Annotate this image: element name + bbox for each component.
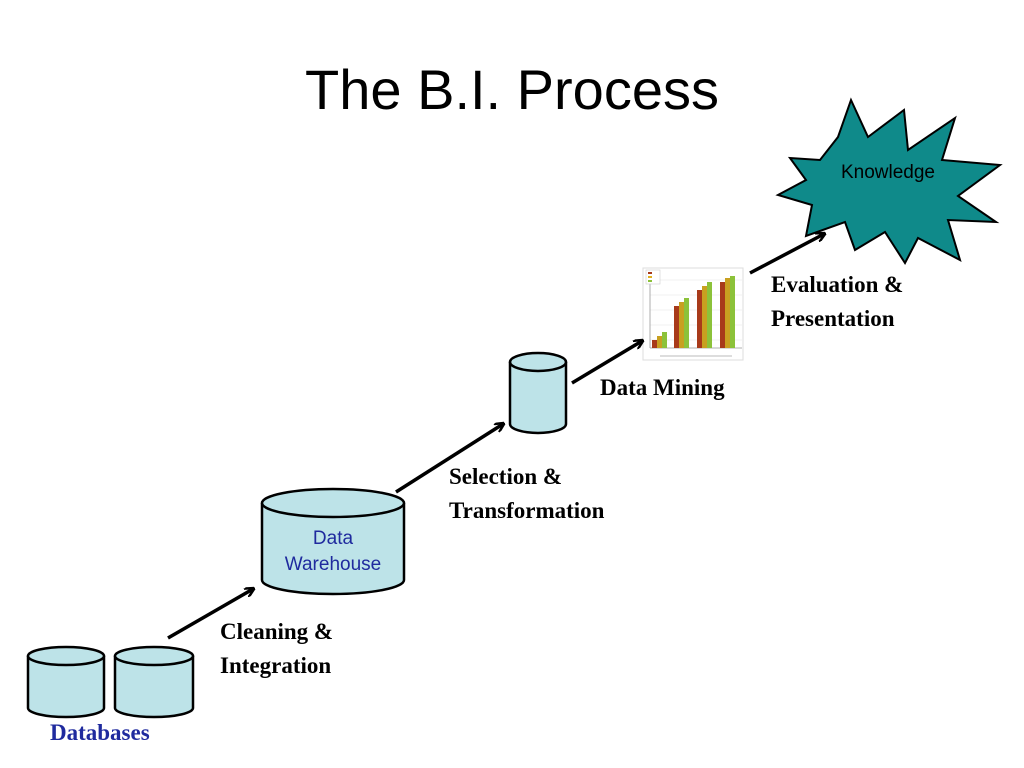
arrow-selection	[395, 424, 503, 494]
arrow-evaluation	[749, 234, 824, 275]
evaluation-line2: Presentation	[771, 306, 895, 331]
database-cylinder-2	[113, 645, 195, 719]
cleaning-integration-label: Cleaning & Integration	[220, 615, 333, 683]
selection-line1: Selection &	[449, 464, 563, 489]
mining-chart-thumbnail	[642, 267, 744, 361]
knowledge-starburst	[775, 97, 1003, 265]
arrow-mining	[571, 341, 642, 385]
data-warehouse-cylinder	[260, 487, 406, 596]
selection-transformation-label: Selection & Transformation	[449, 460, 604, 528]
evaluation-presentation-label: Evaluation & Presentation	[771, 268, 903, 336]
mining-line: Data Mining	[600, 375, 725, 400]
cleaning-line1: Cleaning &	[220, 619, 334, 644]
slide-title: The B.I. Process	[305, 58, 719, 121]
databases-label: Databases	[50, 720, 150, 745]
database-cylinder-1	[26, 645, 106, 719]
warehouse-label: Data Warehouse	[262, 526, 404, 578]
knowledge-label: Knowledge	[840, 162, 936, 183]
data-mining-label: Data Mining	[600, 371, 725, 405]
cleaning-line2: Integration	[220, 653, 332, 678]
arrow-cleaning	[167, 589, 253, 640]
evaluation-line1: Evaluation &	[771, 272, 904, 297]
selection-line2: Transformation	[449, 498, 605, 523]
warehouse-label-line1: Data	[312, 528, 354, 549]
selected-data-cylinder	[508, 351, 568, 435]
warehouse-label-line2: Warehouse	[284, 554, 382, 575]
